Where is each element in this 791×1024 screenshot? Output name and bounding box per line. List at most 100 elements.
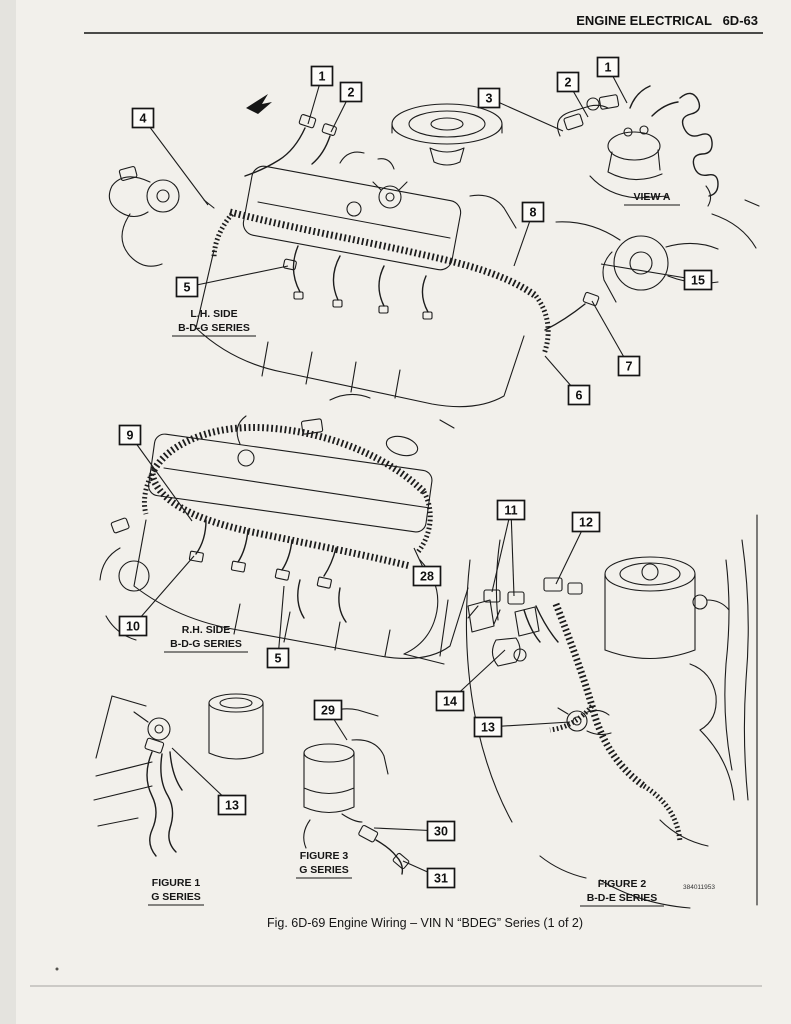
scan-edge-left	[0, 0, 16, 1024]
callout-box	[339, 81, 363, 103]
callout-number: 15	[691, 274, 705, 288]
callout-leader-line	[132, 555, 195, 627]
callout-box	[175, 276, 199, 298]
callout-30: 30	[373, 820, 456, 842]
callout-number: 6	[576, 389, 583, 403]
callout-14: 14	[435, 649, 506, 712]
callout-number: 14	[443, 695, 457, 709]
callout-1: 1	[307, 65, 334, 125]
callout-box	[426, 867, 456, 889]
callout-box	[217, 794, 247, 816]
lh-engine-art	[108, 94, 719, 408]
callout-3: 3	[477, 87, 564, 132]
callout-number: 3	[486, 92, 493, 106]
callout-number: 1	[605, 61, 612, 75]
figure3-label-line1: FIGURE 3	[300, 850, 349, 862]
callout-box	[571, 511, 601, 533]
rh-harness-branch	[415, 490, 433, 554]
callout-box	[118, 424, 142, 446]
figure-part-number: 384011953	[683, 884, 715, 891]
callout-box	[567, 384, 591, 406]
callout-4: 4	[131, 107, 209, 206]
callout-leader-line	[186, 265, 289, 288]
callout-28: 28	[412, 547, 442, 587]
callout-box	[426, 820, 456, 842]
figure3-art	[303, 708, 410, 875]
figure2-harness-loom	[552, 602, 647, 789]
callout-8: 8	[513, 201, 545, 267]
callout-6: 6	[544, 355, 591, 406]
callout-box	[313, 699, 343, 721]
callout-leader-line	[491, 509, 512, 593]
callout-leader-line	[591, 300, 630, 367]
callout-leader-line	[510, 509, 515, 597]
callout-number: 2	[348, 86, 355, 100]
callout-7: 7	[591, 300, 641, 377]
callout-number: 30	[434, 825, 448, 839]
lh-harness-tail	[211, 212, 234, 259]
figure2-label-line1: FIGURE 2	[598, 878, 647, 890]
figure2-harness-spur	[549, 704, 594, 733]
callout-31: 31	[402, 860, 456, 889]
callout-box	[266, 647, 290, 669]
rh-engine-art	[99, 393, 469, 665]
callout-13: 13	[171, 747, 247, 816]
callout-number: 10	[126, 620, 140, 634]
callout-box	[118, 615, 148, 637]
callout-9: 9	[118, 424, 193, 522]
callout-leader-line	[142, 117, 209, 206]
callout-leader-line	[129, 434, 193, 522]
callout-1: 1	[596, 56, 628, 104]
callout-box	[596, 56, 620, 78]
figure1-label-line2: G SERIES	[151, 891, 201, 903]
callout-number: 4	[140, 112, 147, 126]
callout-box	[556, 71, 580, 93]
callout-number: 5	[184, 281, 191, 295]
callout-number: 7	[626, 360, 633, 374]
callout-15: 15	[600, 263, 713, 291]
lh-side-label-line2: B-D-G SERIES	[178, 322, 250, 334]
callout-number: 8	[530, 206, 537, 220]
callout-leader-line	[600, 263, 699, 281]
figure-caption: Fig. 6D-69 Engine Wiring – VIN N “BDEG” …	[267, 916, 583, 930]
figure3-label-line2: G SERIES	[299, 864, 349, 876]
lh-harness-branch	[533, 294, 551, 355]
callout-box	[683, 269, 713, 291]
callout-number: 13	[225, 799, 239, 813]
callout-number: 9	[127, 429, 134, 443]
callout-number: 12	[579, 516, 593, 530]
page-header-title: ENGINE ELECTRICAL	[576, 13, 712, 28]
figure2-label-line2: B-D-E SERIES	[587, 892, 658, 904]
callout-number: 2	[565, 76, 572, 90]
view-a-arrow-icon	[246, 94, 272, 114]
callout-box	[521, 201, 545, 223]
callout-13: 13	[473, 716, 571, 738]
callout-number: 11	[504, 504, 517, 518]
callout-number: 1	[319, 70, 326, 84]
view-a-art	[557, 85, 760, 249]
lh-harness-loom	[229, 208, 539, 299]
view-a-label: VIEW A	[634, 191, 671, 203]
callout-number: 5	[275, 652, 282, 666]
rh-harness-tail	[141, 468, 157, 515]
callout-box	[496, 499, 526, 521]
callout-box	[412, 565, 442, 587]
figure1-art	[93, 693, 264, 857]
callout-box	[617, 355, 641, 377]
figure2-harness-branch	[642, 783, 683, 843]
page-header-number: 6D-63	[723, 13, 758, 28]
figure2-art	[465, 514, 758, 909]
callout-10: 10	[118, 555, 195, 637]
scan-speck	[55, 967, 59, 971]
callout-11: 11	[491, 499, 526, 597]
callout-box	[310, 65, 334, 87]
callout-box	[477, 87, 501, 109]
callout-2: 2	[556, 71, 589, 118]
callout-leader-line	[488, 97, 564, 132]
rh-side-label-line2: B-D-G SERIES	[170, 638, 242, 650]
rh-side-label-line1: R.H. SIDE	[182, 624, 230, 636]
callout-number: 31	[434, 872, 448, 886]
callout-2: 2	[330, 81, 363, 133]
